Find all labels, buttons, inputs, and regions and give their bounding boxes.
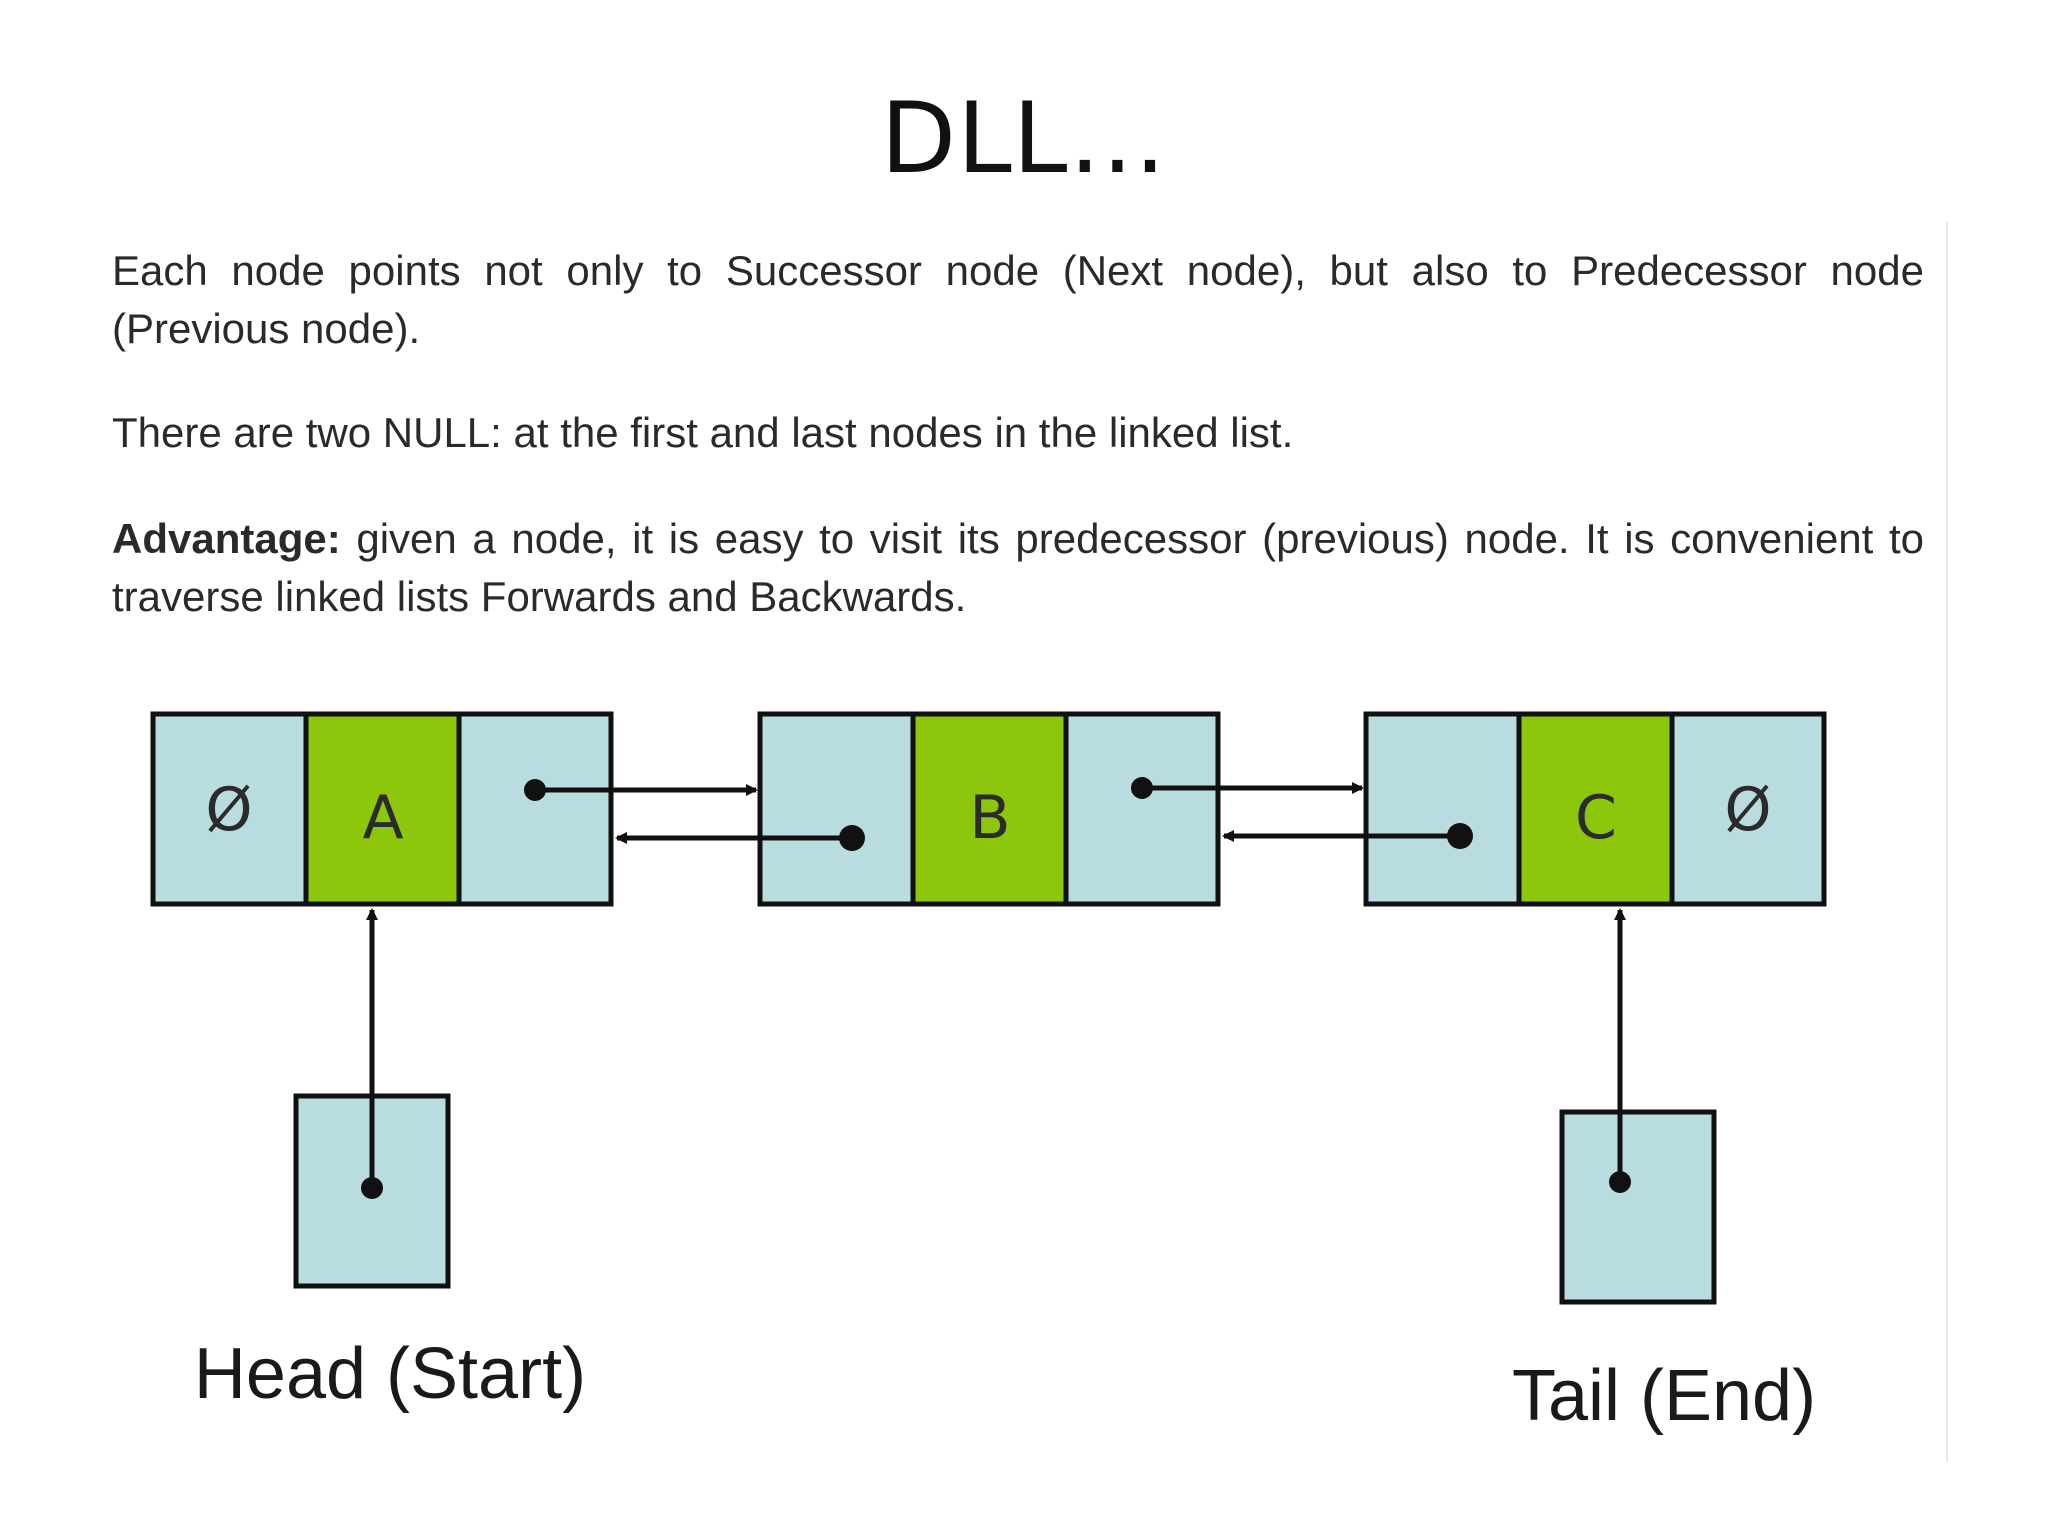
prev-pointer-b-to-a <box>615 825 865 851</box>
node-c-next-null: Ø <box>1724 775 1771 845</box>
tail-label: Tail (End) <box>1512 1356 1816 1436</box>
next-pointer-a-to-b <box>524 779 758 801</box>
paragraph-advantage: Advantage: given a node, it is easy to v… <box>112 510 1924 626</box>
tail-pointer: Tail (End) <box>1512 908 1816 1436</box>
node-b-next-cell <box>1063 711 1221 907</box>
node-a-prev-null: Ø <box>205 775 252 845</box>
head-label: Head (Start) <box>194 1334 586 1414</box>
node-c-next-cell <box>1669 711 1827 907</box>
paragraph-description: Each node points not only to Successor n… <box>112 247 1924 352</box>
node-c-label: C <box>1575 783 1617 853</box>
head-pointer: Head (Start) <box>194 908 586 1414</box>
node-b-prev-cell <box>757 711 916 907</box>
node-a: Ø A <box>150 711 614 907</box>
next-pointer-b-to-c <box>1131 777 1364 799</box>
node-c: C Ø <box>1363 711 1827 907</box>
node-b: B <box>757 711 1221 907</box>
node-a-label: A <box>362 783 403 853</box>
tail-box <box>1559 1109 1717 1305</box>
advantage-label: Advantage: <box>112 515 341 562</box>
node-a-prev-cell <box>150 711 309 907</box>
paragraph-null-note: There are two NULL: at the first and las… <box>112 409 1294 456</box>
node-a-data-cell <box>303 711 462 907</box>
node-a-next-cell <box>456 711 614 907</box>
slide-title: DLL… <box>880 82 1168 196</box>
node-b-label: B <box>969 783 1010 853</box>
node-c-prev-cell <box>1363 711 1522 907</box>
advantage-text: given a node, it is easy to visit its pr… <box>112 515 1924 620</box>
prev-pointer-c-to-b <box>1222 823 1473 849</box>
